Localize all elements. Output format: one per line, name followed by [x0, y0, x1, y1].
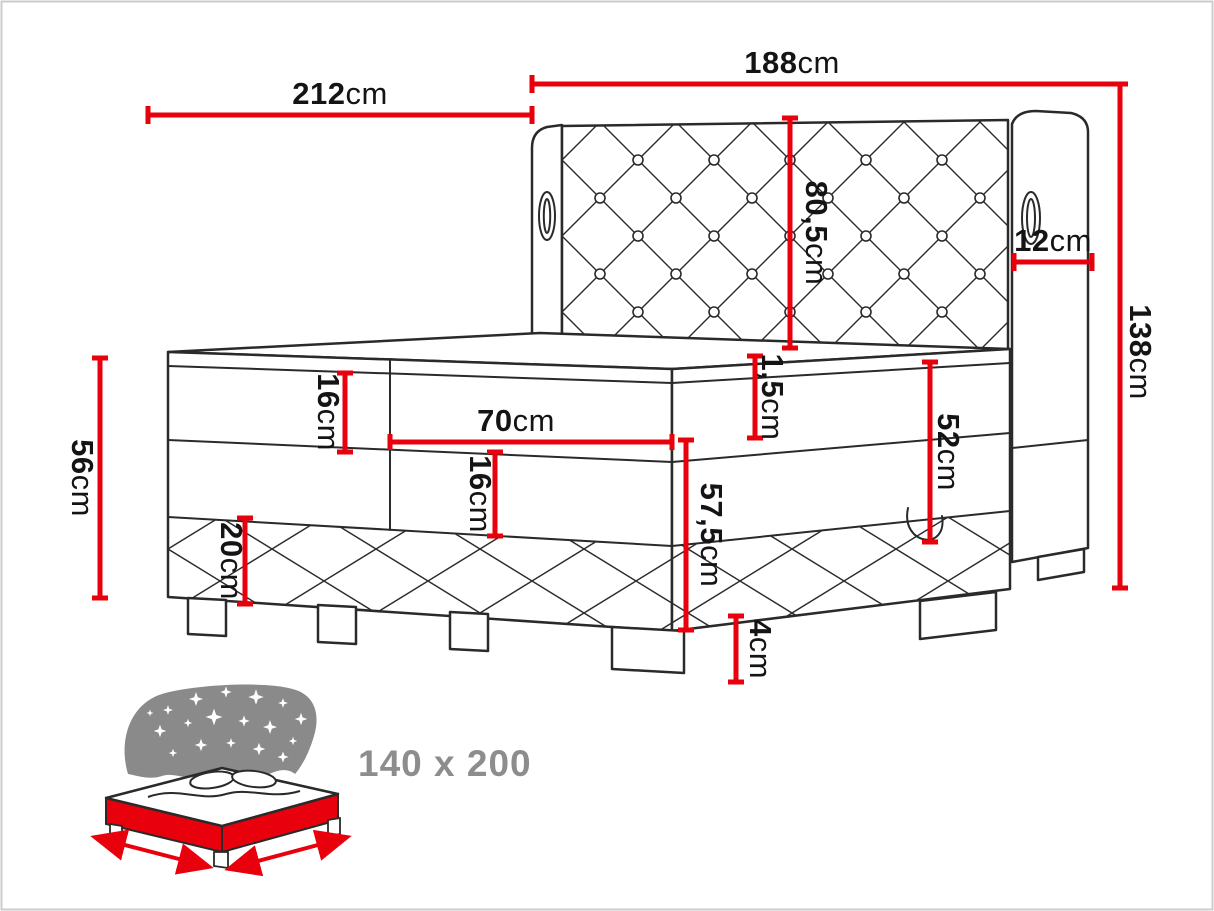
leg: [186, 596, 228, 638]
dim-wing-depth: 12cm: [1011, 223, 1095, 271]
dim-total-side-height: 57,5cm: [678, 437, 729, 633]
dim-base-frame-height: 20cm: [214, 515, 253, 607]
dim-section-width: 70cm: [387, 403, 675, 450]
width-arrow-icon: [90, 829, 214, 875]
dimension-lines: 212cm 188cm 80,5cm 12cm 138cm 56cm 16cm: [65, 45, 1158, 685]
dim-headboard-panel: 80,5cm: [782, 115, 834, 351]
dim-label-headboard-height: 138cm: [1123, 304, 1158, 400]
dim-label-side-height: 52cm: [931, 413, 966, 491]
length-arrow-icon: [224, 829, 352, 877]
dim-leg-height: 4cm: [728, 613, 778, 685]
leg: [918, 590, 998, 641]
bed-legs: [186, 590, 998, 675]
left-wing-slot-inner-icon: [542, 198, 552, 234]
dim-label-total-length: 212cm: [292, 76, 388, 111]
leg: [610, 625, 686, 675]
side-handle-loop-icon: [906, 507, 944, 541]
dim-label-headboard-panel: 80,5cm: [799, 181, 834, 286]
size-label: 140 x 200: [358, 743, 532, 784]
dim-side-height: 52cm: [922, 359, 966, 545]
dim-label-topper-thickness: 1,5cm: [755, 354, 790, 441]
mattress-bottom-seam: [167, 432, 1011, 463]
dim-label-leg-height: 4cm: [743, 619, 778, 679]
dim-total-length: 212cm: [145, 76, 535, 124]
mattress-and-base: [166, 331, 1012, 633]
box-bottom-seam: [167, 510, 1011, 547]
blanket-stars-icon: [124, 684, 317, 780]
headboard: [530, 109, 1090, 582]
leg: [316, 603, 358, 646]
duvet-wave: [147, 790, 301, 798]
right-wing-slot-inner-icon: [1026, 198, 1036, 238]
size-legend: 140 x 200: [90, 684, 532, 877]
left-wing-slot-icon: [538, 191, 556, 241]
dim-label-mattress-thickness: 16cm: [311, 373, 346, 451]
right-wing-seam: [1011, 439, 1089, 449]
dim-headboard-height: 138cm: [1112, 84, 1158, 591]
right-wing-slot-icon: [1021, 191, 1041, 245]
base-lattice-front: [168, 517, 672, 631]
dim-label-total-side-height: 57,5cm: [694, 483, 729, 588]
dim-topper-thickness: 1,5cm: [747, 353, 790, 441]
topper-seam: [167, 362, 1011, 384]
dim-front-height: 56cm: [65, 355, 108, 601]
dim-label-base-frame-height: 20cm: [214, 522, 249, 600]
dim-box-thickness: 16cm: [463, 449, 503, 539]
headboard-right-wing: [1010, 109, 1090, 564]
dim-label-front-height: 56cm: [65, 439, 100, 517]
dim-label-box-thickness: 16cm: [463, 455, 498, 533]
dim-mattress-thickness: 16cm: [311, 370, 353, 455]
leg: [448, 610, 490, 653]
dim-headboard-width: 188cm: [529, 45, 1128, 93]
right-wing-foot: [1036, 547, 1086, 582]
bed-size-icon: [90, 766, 352, 877]
dim-label-section-width: 70cm: [477, 403, 555, 438]
dim-label-headboard-width: 188cm: [744, 45, 840, 80]
pillow-icon: [231, 769, 277, 789]
dim-label-wing-depth: 12cm: [1014, 223, 1092, 258]
